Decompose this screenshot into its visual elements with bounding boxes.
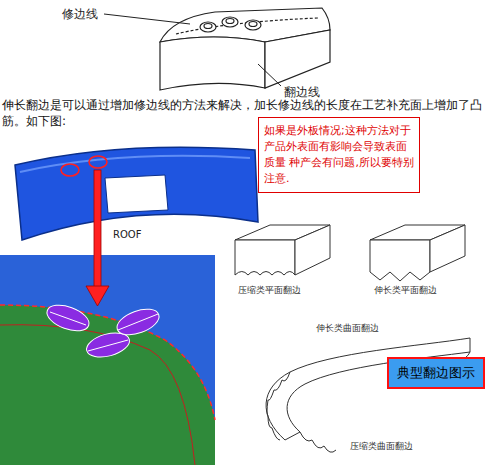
- roof-panel: [15, 147, 258, 240]
- note-box: 如果是外板情况;这种方法对于产品外表面有影响会导致表面质量 种产会有问题,所以要…: [258, 117, 420, 193]
- sketch-caption: 伸长类曲面翻边: [316, 322, 406, 335]
- part-label: ROOF: [113, 228, 153, 242]
- leader-line: [258, 64, 281, 86]
- box-text: 典型翻边图示: [394, 364, 478, 382]
- zoom-arrow: [86, 170, 109, 306]
- box-text: 如果是外板情况;这种方法对于产品外表面有影响会导致表面质量 种产会有问题,所以要…: [264, 123, 414, 187]
- zoom-view: [0, 255, 215, 465]
- curved-flange-sketch: [266, 338, 470, 452]
- flange-sketch: [370, 225, 465, 281]
- flange-part: [160, 8, 330, 90]
- title-box: 典型翻边图示: [387, 357, 485, 389]
- sketch-caption: 压缩类曲面翻边: [350, 440, 440, 453]
- flange-sketch: [235, 225, 330, 275]
- sketch-caption: 伸长类平面翻边: [374, 284, 464, 297]
- part-label: 翻边线: [284, 84, 328, 100]
- sketch-caption: 压缩类平面翻边: [238, 284, 328, 297]
- leader-line: [104, 14, 190, 24]
- part-label: 修边线: [62, 6, 106, 22]
